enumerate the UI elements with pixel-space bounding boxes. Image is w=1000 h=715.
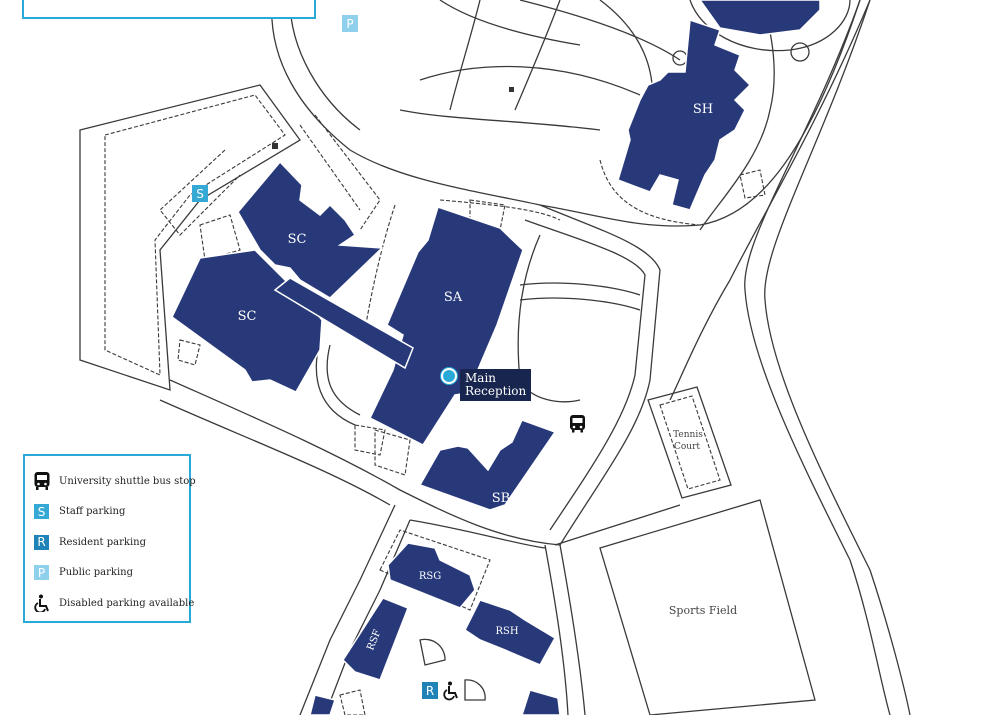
label-sh: SH xyxy=(693,102,713,117)
building-sh[interactable] xyxy=(617,18,752,211)
building-rsf[interactable] xyxy=(342,597,409,681)
tennis-court-label-2: Court xyxy=(674,442,700,452)
legend-item-public: P Public parking xyxy=(33,558,183,589)
sports-field-label: Sports Field xyxy=(669,604,737,617)
gate-marker xyxy=(509,87,514,92)
resident-parking-marker[interactable]: R xyxy=(422,682,438,699)
map-legend: University shuttle bus stop S Staff park… xyxy=(23,454,196,623)
label-sa: SA xyxy=(444,290,463,305)
legend-item-bus: University shuttle bus stop xyxy=(33,466,196,497)
buildings xyxy=(171,0,821,715)
public-parking-icon: P xyxy=(33,564,50,581)
building-bottom-left[interactable] xyxy=(309,694,336,715)
svg-text:S: S xyxy=(196,187,204,201)
svg-text:R: R xyxy=(426,684,434,698)
wheelchair-icon xyxy=(443,681,458,701)
building-rsg[interactable] xyxy=(387,542,476,609)
building-bottom-mid[interactable] xyxy=(521,689,561,715)
building-sa-connector[interactable] xyxy=(273,277,414,370)
gate-marker xyxy=(272,143,278,149)
main-reception-label[interactable]: Main Reception xyxy=(460,369,532,401)
bus-stop-icon[interactable] xyxy=(570,415,585,433)
legend-item-resident: R Resident parking xyxy=(33,527,183,558)
label-sc-upper: SC xyxy=(288,232,307,247)
legend-item-disabled: Disabled parking available xyxy=(33,588,194,619)
svg-text:P: P xyxy=(346,17,353,31)
public-parking-marker[interactable]: P xyxy=(342,15,358,32)
label-sb: SB xyxy=(492,491,510,506)
resident-parking-icon: R xyxy=(33,534,50,551)
label-sc-lower: SC xyxy=(238,309,257,324)
label-rsg: RSG xyxy=(419,571,441,582)
legend-top-fragment: bar xyxy=(22,0,316,19)
building-rsh[interactable] xyxy=(464,599,557,666)
wheelchair-icon xyxy=(33,594,50,613)
building-sh-top[interactable] xyxy=(699,0,821,36)
label-rsh: RSH xyxy=(495,626,518,637)
legend-item-staff: S Staff parking xyxy=(33,497,183,528)
bus-icon xyxy=(33,472,50,491)
tennis-court-label-1: Tennis xyxy=(673,430,703,440)
staff-parking-marker[interactable]: S xyxy=(192,185,208,202)
building-sb[interactable] xyxy=(418,419,557,511)
building-sa[interactable] xyxy=(369,206,524,446)
staff-parking-icon: S xyxy=(33,503,50,520)
main-reception-marker[interactable] xyxy=(441,368,457,384)
building-sc-upper[interactable] xyxy=(237,160,384,299)
